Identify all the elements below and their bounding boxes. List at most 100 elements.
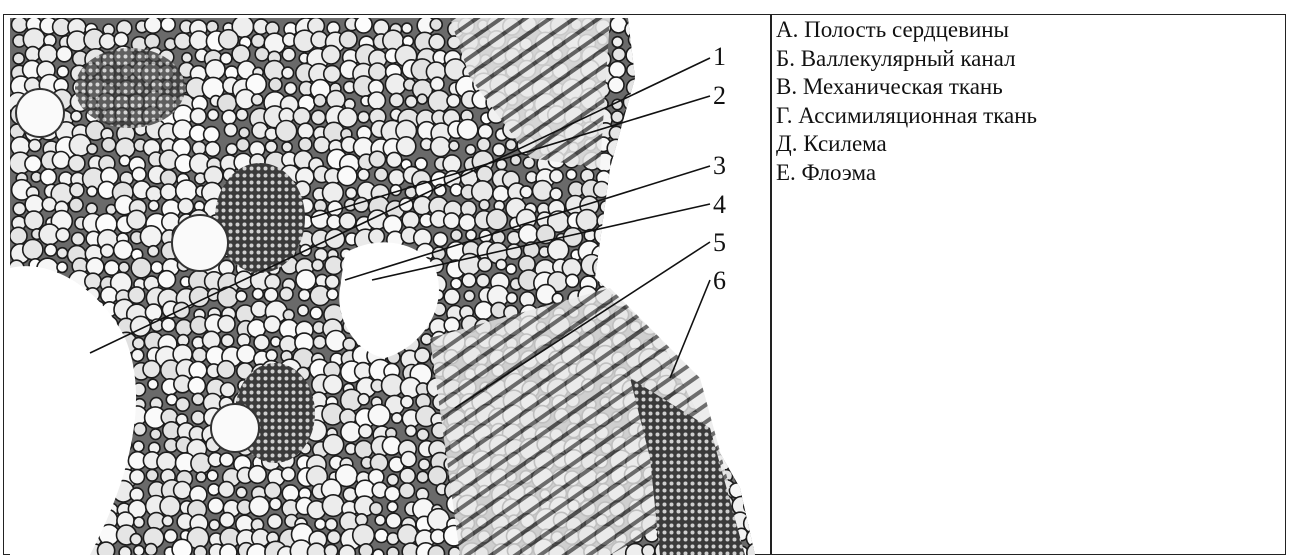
tissue-cell xyxy=(642,291,659,308)
tissue-cell xyxy=(747,379,758,390)
tissue-cell xyxy=(550,188,562,200)
tissue-cell xyxy=(310,307,322,319)
tissue-cell xyxy=(608,77,624,93)
tissue-cell xyxy=(704,319,721,336)
tissue-cell xyxy=(748,185,766,203)
tissue-cell xyxy=(358,394,369,405)
tissue-cell xyxy=(40,169,56,185)
tissue-cell xyxy=(236,291,247,302)
tissue-cell xyxy=(72,233,85,246)
tissue-cell xyxy=(748,277,763,292)
tissue-cell xyxy=(307,543,325,555)
tissue-cell xyxy=(220,453,234,467)
tissue-cell xyxy=(742,195,762,215)
tissue-cell xyxy=(401,452,416,467)
tissue-cell xyxy=(387,547,399,555)
tissue-cell xyxy=(478,258,492,272)
tissue-cell xyxy=(747,231,759,243)
tissue-cell xyxy=(720,303,733,316)
tissue-cell xyxy=(164,530,177,543)
tissue-cell xyxy=(608,200,625,217)
tissue-cell xyxy=(192,348,206,362)
tissue-cell xyxy=(191,411,204,424)
tissue-cell xyxy=(686,80,697,91)
tissue-cell xyxy=(355,18,372,33)
tissue-cell xyxy=(472,181,493,202)
tissue-cell xyxy=(656,317,677,338)
tissue-cell xyxy=(744,62,759,77)
tissue-cell xyxy=(646,97,658,109)
tissue-cell xyxy=(479,200,489,210)
tissue-cell xyxy=(57,262,67,272)
tissue-cell xyxy=(264,316,281,333)
tissue-cell xyxy=(744,499,759,514)
tissue-cell xyxy=(714,378,729,393)
tissue-cell xyxy=(282,48,295,61)
tissue-cell xyxy=(314,95,326,107)
tissue-cell xyxy=(133,441,144,452)
tissue-cell xyxy=(431,137,451,157)
tissue-cell xyxy=(732,120,752,140)
tissue-cell xyxy=(149,201,159,211)
tissue-cell xyxy=(402,212,419,229)
tissue-cell xyxy=(340,213,356,229)
tissue-cell xyxy=(745,317,765,338)
tissue-cell xyxy=(734,364,747,377)
tissue-cell xyxy=(593,257,615,279)
tissue-cell xyxy=(731,438,743,450)
tissue-cell xyxy=(148,379,158,389)
callout-number-1: 1 xyxy=(713,42,726,71)
tissue-cell xyxy=(496,259,506,269)
tissue-cell xyxy=(746,529,765,548)
tissue-cell xyxy=(98,542,115,555)
tissue-cell xyxy=(251,301,267,317)
tissue-cell xyxy=(686,287,701,302)
tissue-cell xyxy=(236,109,248,121)
tissue-cell xyxy=(133,338,145,350)
tissue-cell xyxy=(747,262,763,278)
tissue-cell xyxy=(733,243,750,260)
tissue-cell xyxy=(657,307,671,321)
tissue-cell xyxy=(450,184,462,196)
tissue-cell xyxy=(293,108,310,125)
tissue-cell xyxy=(190,108,206,124)
tissue-cell xyxy=(626,46,644,64)
tissue-cell xyxy=(69,198,83,212)
tissue-cell xyxy=(397,137,416,156)
tissue-cell xyxy=(581,255,602,276)
tissue-cell xyxy=(449,141,459,151)
tissue-cell xyxy=(533,181,553,201)
tissue-cell xyxy=(173,120,192,139)
tissue-cell xyxy=(475,302,493,320)
tissue-cell xyxy=(188,377,205,394)
tissue-cell xyxy=(688,61,706,79)
callout-number-6: 6 xyxy=(713,266,726,295)
tissue-cell xyxy=(145,304,162,321)
tissue-cell xyxy=(87,186,97,196)
tissue-cell xyxy=(265,141,277,153)
tissue-cell xyxy=(119,262,130,273)
tissue-cell xyxy=(623,256,643,276)
tissue-cell xyxy=(640,228,659,247)
tissue-cell xyxy=(207,470,218,481)
tissue-cell xyxy=(368,405,390,427)
tissue-cell xyxy=(478,124,492,138)
callout-number-2: 2 xyxy=(713,81,726,110)
tissue-cell xyxy=(370,454,387,471)
tissue-cell xyxy=(669,302,684,317)
tissue-cell xyxy=(143,361,160,378)
callout-number-4: 4 xyxy=(713,190,726,219)
tissue-cell xyxy=(523,157,534,168)
tissue-cell xyxy=(447,94,460,107)
tissue-cell xyxy=(690,124,702,136)
tissue-cell xyxy=(405,425,416,436)
tissue-cell xyxy=(280,287,293,300)
tissue-cell xyxy=(743,166,764,187)
tissue-cell xyxy=(205,142,220,157)
tissue-cell xyxy=(237,345,255,363)
tissue-cell xyxy=(429,34,445,50)
tissue-cell xyxy=(746,97,756,107)
tissue-cell xyxy=(325,519,337,531)
tissue-cell xyxy=(134,423,147,436)
tissue-cell xyxy=(742,450,762,470)
